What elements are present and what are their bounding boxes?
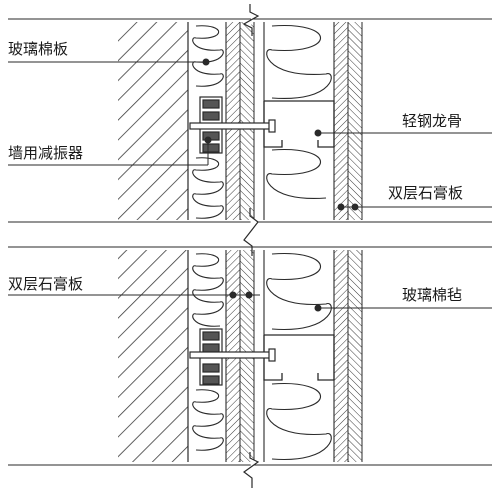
leader-dot-icon	[204, 136, 212, 144]
leader-dot-icon	[337, 203, 345, 211]
insulation-loop-icon	[266, 24, 332, 99]
label-double-gypsum-right: 双层石膏板	[388, 184, 463, 202]
leader-dot-icon	[245, 291, 253, 299]
insulation-loop-icon	[192, 157, 224, 219]
stud-cavity	[263, 22, 335, 462]
insulation-loop-icon	[192, 389, 224, 451]
insulation-loop-icon	[192, 253, 224, 327]
callout-labels: 玻璃棉板 墙用减振器 双层石膏板 轻钢龙骨 双层石膏板 玻璃棉毡	[6, 38, 463, 304]
leader-lines	[8, 58, 492, 312]
insulation-loop-icon	[266, 252, 332, 330]
leader-dot-icon	[351, 203, 359, 211]
insulation-loop-icon	[266, 382, 332, 460]
label-glass-wool-board: 玻璃棉板	[8, 40, 68, 58]
insulation-loop-icon	[266, 148, 327, 199]
double-gypsum-board-right	[334, 22, 363, 462]
leader-dot-icon	[314, 129, 322, 137]
light-steel-keel	[263, 100, 335, 381]
glass-wool-board-layer	[192, 22, 227, 462]
label-light-steel-keel: 轻钢龙骨	[402, 112, 462, 130]
label-double-gypsum-left: 双层石膏板	[8, 275, 83, 293]
leader-dot-icon	[202, 58, 210, 66]
leader-dot-icon	[229, 291, 237, 299]
section-boundaries	[8, 18, 492, 466]
masonry-wall	[118, 22, 189, 462]
insulation-loop-icon	[192, 25, 224, 87]
label-glass-wool-felt: 玻璃棉毡	[402, 286, 462, 304]
break-line-icon	[242, 4, 260, 488]
leader-dot-icon	[314, 304, 322, 312]
label-wall-damper: 墙用减振器	[8, 144, 83, 162]
